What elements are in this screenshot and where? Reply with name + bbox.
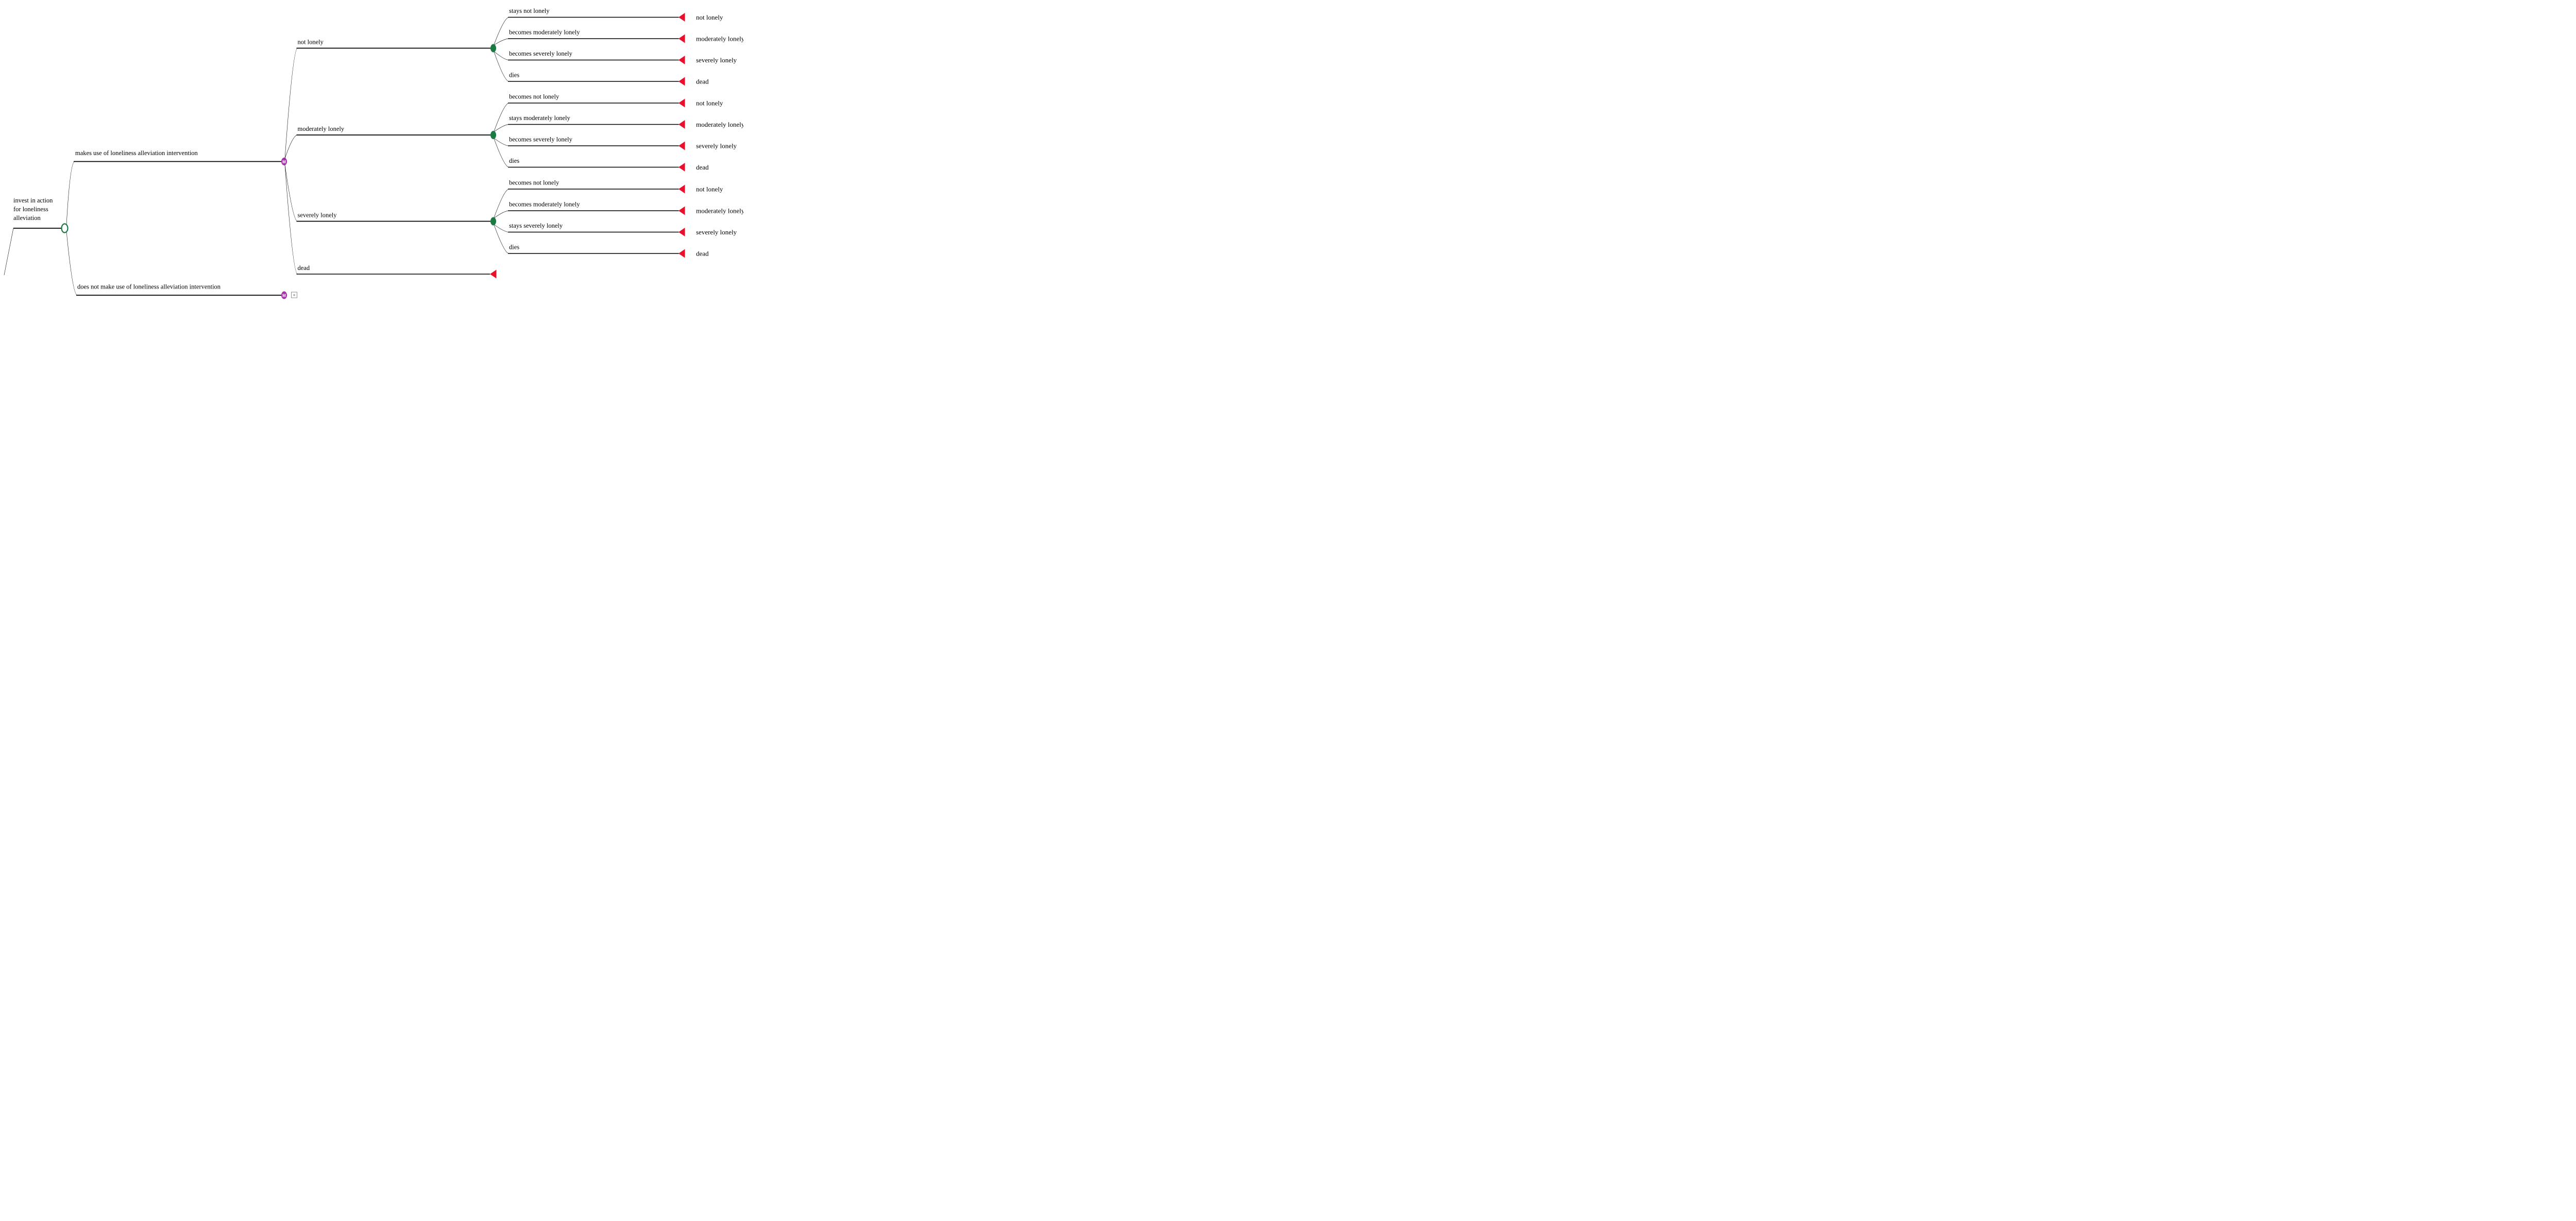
connector-state-0-transition-2 — [494, 51, 510, 60]
terminal-state-label-2-2: severely lonely — [696, 228, 737, 236]
root-label-line-2: for loneliness — [13, 206, 48, 213]
terminal-node-1-0[interactable] — [679, 98, 685, 108]
connector-state-0-transition-3 — [494, 51, 510, 82]
terminal-node-2-2[interactable] — [679, 228, 685, 236]
strategy-branch-label-1: does not make use of loneliness alleviat… — [77, 283, 221, 291]
terminal-state-label-1-0: not lonely — [696, 99, 723, 107]
decision-tree-svg: invest in action for lonelinessalleviatio… — [4, 7, 743, 299]
terminal-state-label-2-0: not lonely — [696, 185, 723, 193]
state-chance-node-2[interactable] — [490, 217, 496, 226]
terminal-state-label-0-2: severely lonely — [696, 56, 737, 64]
transition-label-0-0: stays not lonely — [509, 7, 550, 14]
terminal-state-label-1-3: dead — [696, 163, 709, 171]
root-chance-node[interactable] — [61, 223, 69, 233]
terminal-node-2-3[interactable] — [679, 249, 685, 258]
transition-label-2-1: becomes moderately lonely — [509, 201, 580, 208]
transition-label-0-2: becomes severely lonely — [509, 50, 573, 57]
terminal-state-label-1-1: moderately lonely — [696, 121, 743, 128]
connector-m0-state-2 — [284, 164, 298, 222]
connector-m0-state-3 — [284, 164, 298, 275]
connector-state-2-transition-0 — [494, 189, 510, 218]
state-chance-node-0[interactable] — [490, 44, 496, 53]
connector-root-to-strategy-0 — [66, 161, 75, 226]
markov-node-1-symbol: M — [282, 293, 286, 298]
terminal-state-label-2-1: moderately lonely — [696, 207, 743, 215]
terminal-node-0-1[interactable] — [679, 34, 685, 43]
terminal-node-0-2[interactable] — [679, 56, 685, 64]
connector-root-to-strategy-1 — [66, 231, 78, 296]
dead-terminal-node[interactable] — [490, 269, 497, 279]
terminal-node-1-2[interactable] — [679, 141, 685, 150]
connector-state-1-transition-3 — [494, 138, 510, 167]
root-label-line-1: invest in action — [13, 197, 53, 204]
terminal-node-0-0[interactable] — [679, 13, 685, 22]
markov-node-1[interactable] — [281, 291, 287, 299]
root-label-line-3: alleviation — [13, 214, 41, 222]
terminal-node-1-3[interactable] — [679, 163, 685, 172]
state-chance-node-1[interactable] — [490, 131, 496, 139]
connector-state-2-transition-3 — [494, 224, 510, 254]
transition-label-1-2: becomes severely lonely — [509, 136, 573, 143]
terminal-state-label-0-3: dead — [696, 78, 709, 86]
terminal-state-label-2-3: dead — [696, 250, 709, 258]
terminal-node-0-3[interactable] — [679, 77, 685, 86]
transition-label-1-1: stays moderately lonely — [509, 114, 570, 122]
connector-m0-state-1 — [284, 134, 298, 159]
transition-label-2-3: dies — [509, 244, 519, 251]
transition-label-1-3: dies — [509, 157, 519, 164]
markov-node-0-symbol: M — [282, 160, 286, 164]
transition-label-0-1: becomes moderately lonely — [509, 29, 580, 36]
terminal-state-label-0-1: moderately lonely — [696, 35, 743, 43]
terminal-node-2-0[interactable] — [679, 184, 685, 194]
transition-label-0-3: dies — [509, 72, 519, 79]
terminal-node-2-1[interactable] — [679, 206, 685, 215]
expand-subtree-button[interactable] — [291, 292, 297, 298]
transition-label-2-2: stays severely lonely — [509, 222, 563, 229]
terminal-node-1-1[interactable] — [679, 120, 685, 129]
expand-plus-icon: + — [293, 293, 296, 298]
transition-label-1-0: becomes not lonely — [509, 93, 560, 100]
state-branch-label-0: not lonely — [298, 39, 324, 46]
terminal-state-label-1-2: severely lonely — [696, 142, 737, 150]
connector-m0-state-0 — [284, 48, 298, 159]
connector-state-1-transition-0 — [494, 103, 510, 132]
root-parent-stub-line — [4, 228, 14, 276]
dead-branch-label: dead — [298, 264, 310, 272]
terminal-state-label-0-0: not lonely — [696, 13, 723, 21]
strategy-branch-label-0: makes use of loneliness alleviation inte… — [75, 149, 198, 157]
state-branch-label-1: moderately lonely — [298, 125, 345, 132]
state-branch-label-2: severely lonely — [298, 212, 337, 219]
markov-node-0[interactable] — [281, 158, 287, 165]
transition-label-2-0: becomes not lonely — [509, 179, 560, 186]
